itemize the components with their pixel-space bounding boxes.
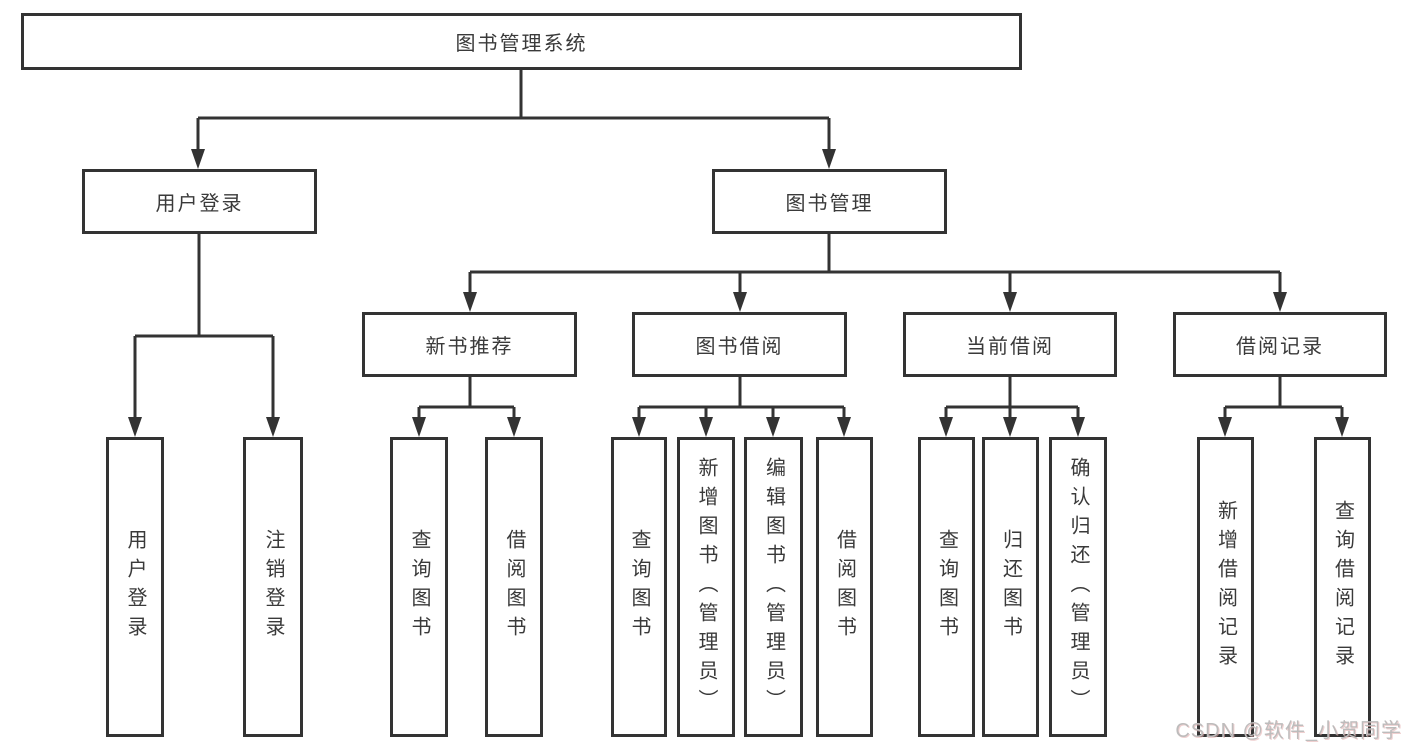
node-leaf-user-login: 用户登录: [106, 437, 164, 737]
node-book-management: 图书管理: [712, 169, 947, 234]
connector-book-mgmt: [468, 233, 1282, 294]
node-leaf-query-books-borrow: 查询图书: [611, 437, 667, 737]
leaf-label: 查询图书: [628, 529, 650, 645]
node-borrow-records: 借阅记录: [1173, 312, 1387, 377]
watermark: CSDN @软件_小贺同学: [1175, 720, 1402, 742]
node-leaf-add-borrow-record: 新增借阅记录: [1197, 437, 1254, 737]
node-leaf-borrow-books: 借阅图书: [816, 437, 873, 737]
connector-user-login: [133, 233, 275, 419]
node-leaf-add-book-admin: 新增图书（管理员）: [677, 437, 735, 737]
node-user-login: 用户登录: [82, 169, 317, 234]
node-new-book-recommend: 新书推荐: [362, 312, 577, 377]
node-leaf-query-books-recommend: 查询图书: [390, 437, 448, 737]
leaf-label: 借阅图书: [503, 529, 525, 645]
connector-root: [196, 69, 831, 151]
leaf-label: 确认归还（管理员）: [1067, 456, 1089, 718]
leaf-label: 查询图书: [935, 529, 958, 645]
leaf-label: 编辑图书（管理员）: [762, 456, 785, 718]
leaf-label: 查询借阅记录: [1331, 500, 1354, 674]
leaf-label: 借阅图书: [833, 529, 856, 645]
leaf-label: 用户登录: [124, 529, 146, 645]
node-book-borrow: 图书借阅: [632, 312, 847, 377]
node-leaf-logout: 注销登录: [243, 437, 303, 737]
connector-current-borrow: [944, 376, 1080, 419]
arrowheads: [128, 149, 1349, 437]
node-leaf-borrow-books-recommend: 借阅图书: [485, 437, 543, 737]
node-root: 图书管理系统: [21, 13, 1022, 70]
node-leaf-query-borrow-record: 查询借阅记录: [1314, 437, 1371, 737]
connector-new-book: [417, 376, 516, 419]
node-leaf-return-book: 归还图书: [982, 437, 1039, 737]
leaf-label: 归还图书: [999, 529, 1022, 645]
leaf-label: 注销登录: [262, 529, 284, 645]
connector-borrow-records: [1223, 376, 1344, 419]
leaf-label: 新增图书（管理员）: [695, 456, 717, 718]
leaf-label: 查询图书: [408, 529, 430, 645]
node-leaf-confirm-return-admin: 确认归还（管理员）: [1049, 437, 1107, 737]
node-current-borrow: 当前借阅: [903, 312, 1117, 377]
node-leaf-edit-book-admin: 编辑图书（管理员）: [744, 437, 803, 737]
node-leaf-query-books-current: 查询图书: [918, 437, 975, 737]
leaf-label: 新增借阅记录: [1214, 500, 1237, 674]
connector-book-borrow: [637, 376, 846, 419]
